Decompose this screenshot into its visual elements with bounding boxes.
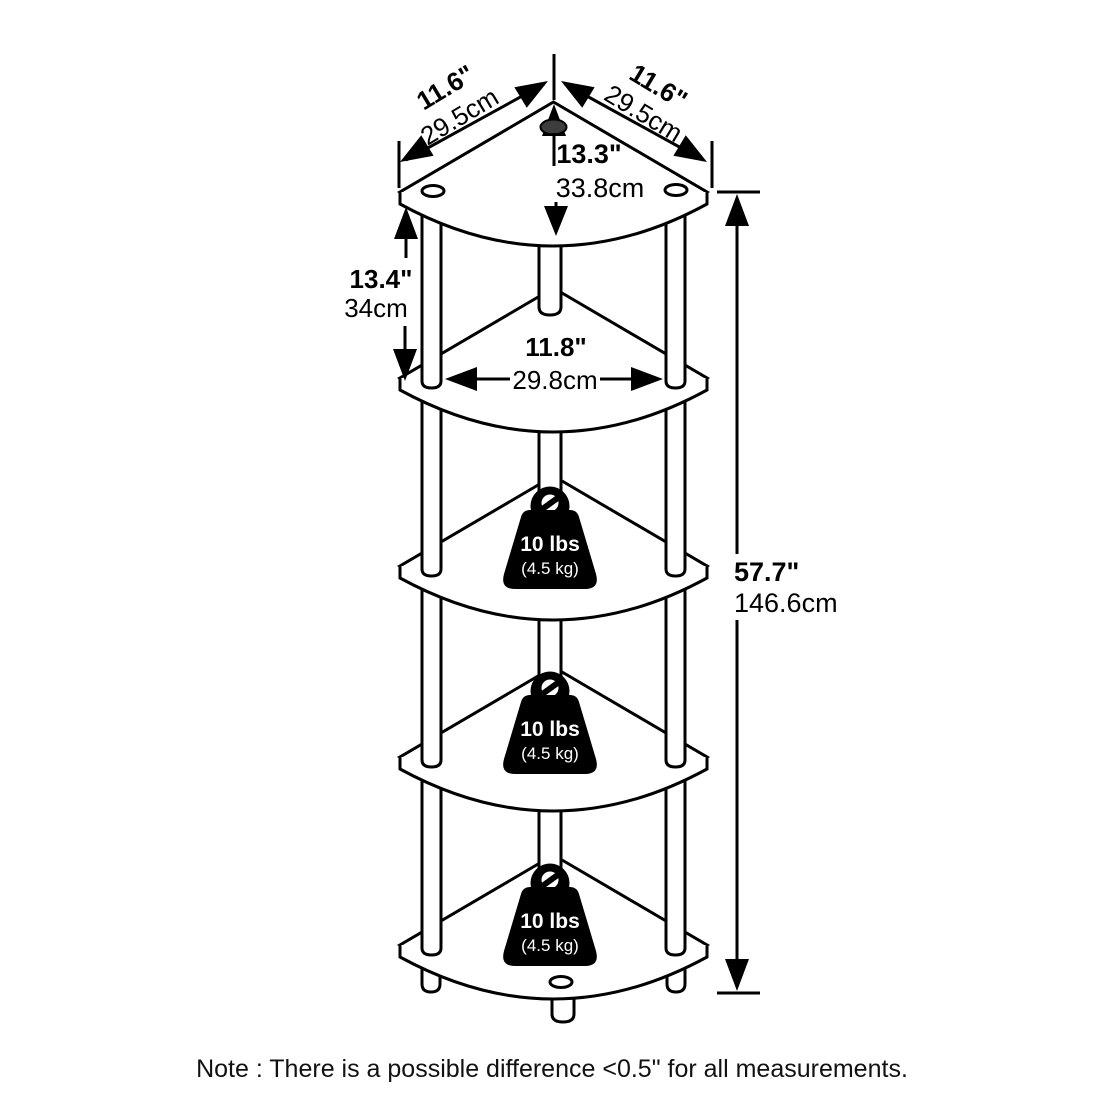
weight-1-kilograms-label: (4.5 kg): [521, 559, 579, 578]
weight-2-pounds-label: 10 lbs: [520, 718, 580, 741]
weight-1-pounds-label: 10 lbs: [520, 533, 580, 556]
dim-overall-height: 57.7" 146.6cm: [717, 190, 838, 995]
arrowhead-right: [631, 367, 663, 391]
front-left-post: [420, 775, 443, 957]
shelf-5-screw-hole: [548, 975, 574, 989]
arrowhead-left: [445, 367, 477, 391]
shelf-4-rim: [398, 757, 709, 813]
arrowhead: [514, 81, 548, 108]
weight-3-pounds-label: 10 lbs: [520, 910, 580, 933]
front-left-post: [420, 210, 443, 390]
posts-tier-3: [420, 584, 687, 769]
arrowhead-down: [725, 959, 749, 991]
dim-shelf-width: 11.8" 29.8cm: [445, 332, 663, 395]
front-left-post: [420, 584, 443, 769]
dim-tier-height: 13.4" 34cm: [344, 207, 418, 381]
shelf-1-screw-hole-right: [663, 183, 689, 197]
weight-icon-3: 10 lbs (4.5 kg): [503, 864, 597, 967]
dim-tier-height-inches: 13.4": [350, 264, 413, 294]
dim-top-depth: 13.3" 33.8cm: [539, 104, 645, 236]
top-knob: [539, 118, 568, 136]
posts-tier-2: [420, 396, 687, 578]
dim-overall-height-inches: 57.7": [734, 557, 799, 587]
foot-front: [550, 993, 576, 1024]
arrowhead-down: [544, 206, 568, 236]
weight-2-kilograms-label: (4.5 kg): [521, 744, 579, 763]
dim-shelf-width-cm: 29.8cm: [512, 365, 597, 395]
dim-overall-height-cm: 146.6cm: [734, 588, 838, 618]
arrowhead-down: [393, 349, 417, 381]
arrowhead-up: [394, 207, 418, 239]
shelf-3-rim: [398, 566, 709, 622]
shelf-2-rim: [398, 378, 709, 434]
measurement-note: Note : There is a possible difference <0…: [196, 1055, 908, 1083]
weight-3-kilograms-label: (4.5 kg): [521, 936, 579, 955]
front-right-post: [664, 584, 687, 769]
dim-top-depth-cm: 33.8cm: [556, 173, 645, 203]
dim-top-depth-inches: 13.3": [556, 139, 621, 169]
back-post: [537, 238, 563, 317]
weight-icon-1: 10 lbs (4.5 kg): [503, 487, 597, 590]
shelf-5-rim: [398, 945, 709, 1001]
dim-tier-height-cm: 34cm: [344, 293, 408, 323]
arrowhead-up: [725, 194, 749, 226]
posts-tier-1: [420, 210, 687, 390]
arrowhead: [400, 135, 434, 162]
arrowhead: [561, 81, 595, 108]
front-left-post: [420, 396, 443, 578]
shelf-1-screw-hole-left: [420, 184, 446, 198]
dim-shelf-width-inches: 11.8": [525, 332, 587, 362]
front-right-post: [664, 775, 687, 957]
weight-icon-2: 10 lbs (4.5 kg): [503, 672, 597, 775]
front-right-post: [664, 396, 687, 578]
arrowhead: [673, 135, 707, 162]
front-right-post: [664, 210, 687, 390]
